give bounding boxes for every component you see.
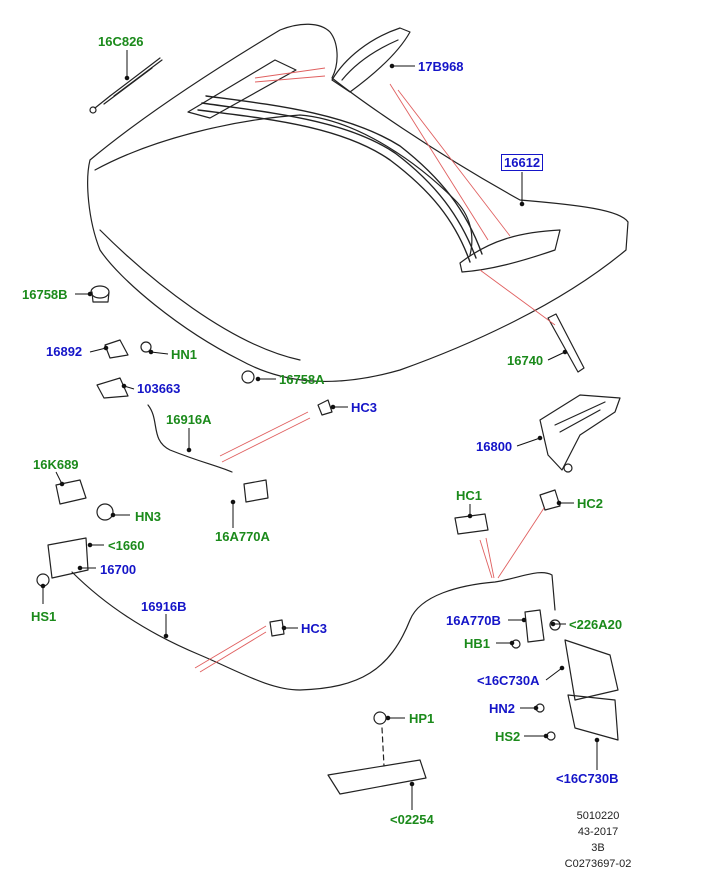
callout-226a20[interactable]: <226A20: [569, 617, 623, 632]
callout-hc1[interactable]: HC1: [456, 488, 483, 503]
strut-16c826: [89, 57, 163, 114]
callout-16740[interactable]: 16740: [507, 353, 544, 368]
callout-16c730a[interactable]: <16C730A: [477, 673, 540, 688]
callout-103663[interactable]: 103663: [137, 381, 181, 396]
callout-hn2[interactable]: HN2: [489, 701, 516, 716]
reference-line-3: 3B: [591, 842, 605, 854]
trim-16740: [547, 313, 585, 373]
callout-02254[interactable]: <02254: [390, 812, 434, 827]
callout-16c730b[interactable]: <16C730B: [556, 771, 619, 786]
callout-hs1[interactable]: HS1: [31, 609, 57, 624]
callout-16700[interactable]: 16700: [100, 562, 137, 577]
callout-1660[interactable]: <1660: [108, 538, 145, 553]
callout-16758a[interactable]: 16758A: [279, 372, 325, 387]
red-leaders: [194, 67, 556, 673]
release-cables: [71, 404, 556, 691]
reference-block: 5010220 43-2017 3B C0273697-02: [538, 808, 658, 872]
callout-16a770b[interactable]: 16A770B: [446, 613, 501, 628]
hood-seal: [197, 95, 483, 263]
label-leaders: [40, 50, 600, 810]
callout-hn3[interactable]: HN3: [135, 509, 162, 524]
callout-hs2[interactable]: HS2: [495, 729, 521, 744]
callout-hc2[interactable]: HC2: [577, 496, 604, 511]
callout-hp1[interactable]: HP1: [409, 711, 435, 726]
callout-16800[interactable]: 16800: [476, 439, 513, 454]
callout-16916b[interactable]: 16916B: [141, 599, 187, 614]
callout-16916a[interactable]: 16916A: [166, 412, 212, 427]
callout-hn1[interactable]: HN1: [171, 347, 198, 362]
hp1-guide-line: [381, 727, 385, 767]
reference-line-4: C0273697-02: [564, 858, 632, 870]
reference-line-2: 43-2017: [577, 826, 619, 838]
callout-16a770a[interactable]: 16A770A: [215, 529, 270, 544]
callout-17b968[interactable]: 17B968: [418, 59, 464, 74]
callout-hc3-upper[interactable]: HC3: [351, 400, 378, 415]
callout-16892[interactable]: 16892: [46, 344, 83, 359]
callout-hc3-lower[interactable]: HC3: [301, 621, 328, 636]
callout-16c826[interactable]: 16C826: [98, 34, 144, 49]
badge-17b968: [331, 27, 411, 93]
callout-16758b[interactable]: 16758B: [22, 287, 68, 302]
callout-16612[interactable]: 16612: [501, 154, 544, 171]
callout-16k689[interactable]: 16K689: [33, 457, 79, 472]
hinge-16800: [539, 394, 621, 473]
hood-panel: [87, 23, 629, 382]
reference-line-1: 5010220: [576, 810, 620, 822]
callout-hb1[interactable]: HB1: [464, 636, 491, 651]
